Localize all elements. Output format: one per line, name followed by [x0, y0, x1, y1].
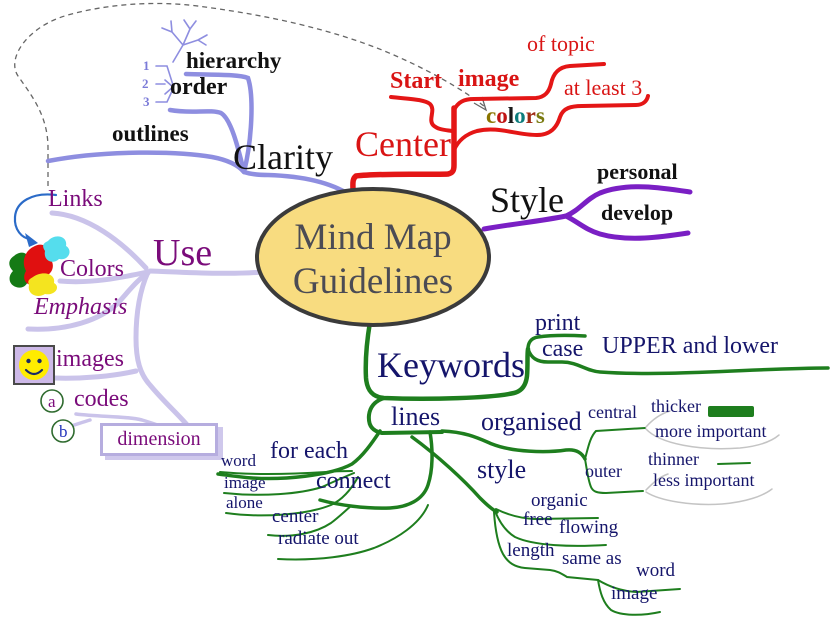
more-important-label: more important: [655, 421, 767, 441]
use-branch-lines: [25, 210, 265, 434]
start-label: Start: [390, 68, 442, 94]
links-label: Links: [48, 186, 103, 212]
clarity-label: Clarity: [233, 137, 333, 177]
at-least-3-label: at least 3: [564, 75, 643, 100]
center-node-line1: Mind Map: [294, 217, 452, 258]
colors-letter: c: [486, 103, 497, 128]
style-branch-lines: [481, 184, 693, 241]
blob-cyan: [43, 236, 70, 262]
length-label: length: [507, 540, 555, 561]
blob-yellow: [28, 273, 58, 296]
links-arrowhead-icon: [25, 233, 38, 247]
case-label: case: [542, 336, 584, 362]
clarity-icons: [155, 19, 208, 103]
center-node-line2: Guidelines: [292, 260, 454, 302]
code-b-label: b: [59, 422, 68, 441]
less-important-label: less important: [653, 470, 755, 490]
image-sub-label: image: [224, 473, 266, 492]
organic-label: organic: [531, 490, 588, 511]
connect-label: connect: [316, 468, 391, 494]
same-as-label: same as: [562, 548, 622, 569]
outer-label: outer: [585, 461, 622, 481]
style-sub-label: style: [477, 455, 527, 484]
order-step-2: 2: [142, 76, 149, 91]
thicker-line-sample: [708, 406, 754, 417]
outlines-label: outlines: [112, 121, 189, 146]
codes-label: codes: [74, 386, 129, 412]
colors-label: Colors: [60, 256, 125, 282]
smiley-icon: [13, 345, 55, 385]
dashed-arrowhead-icon: [473, 96, 488, 112]
order-step-3: 3: [143, 94, 150, 109]
thinner-label: thinner: [648, 449, 699, 469]
radiate-out-label: radiate out: [278, 528, 359, 549]
center-branch-lines: [350, 62, 650, 194]
thinner-line-sample: [717, 462, 751, 465]
free-label: free: [523, 509, 553, 530]
color-blobs-icon: [9, 236, 70, 296]
clarity-branch-lines: [45, 71, 353, 198]
upper-and-lower-label: UPPER and lower: [602, 333, 778, 359]
order-step-1: 1: [143, 58, 150, 73]
colors-letter: l: [507, 103, 515, 128]
center-node-title: Mind Map Guidelines: [253, 216, 493, 303]
code-b-circle: [51, 419, 75, 443]
flowing-label: flowing: [559, 517, 619, 538]
organised-label: organised: [481, 407, 582, 436]
colors-letter: o: [496, 103, 508, 128]
gray-connector-lines: [645, 410, 780, 506]
emphasis-label: Emphasis: [34, 294, 128, 320]
order-bracket-icon: [155, 65, 175, 103]
colors-multicolor-label: colors: [486, 104, 545, 127]
use-branch-label: Use: [153, 232, 213, 274]
central-label: central: [588, 402, 637, 422]
center-node-ellipse: [255, 187, 491, 327]
colors-letter: s: [535, 103, 545, 128]
image-label: image: [458, 66, 520, 92]
of-topic-label: of topic: [527, 31, 595, 56]
images-label: images: [56, 346, 124, 372]
code-a-circle: [40, 389, 64, 413]
print-label: print: [535, 310, 581, 336]
personal-label: personal: [597, 159, 678, 184]
dashed-association-curve: [14, 2, 488, 186]
style-branch-label: Style: [490, 180, 565, 220]
develop-label: develop: [601, 200, 674, 225]
thicker-label: thicker: [651, 396, 701, 416]
order-label: order: [170, 74, 228, 100]
center-sub-label: center: [272, 506, 319, 527]
code-a-label: a: [48, 392, 56, 411]
keywords-label: Keywords: [377, 345, 525, 385]
word2-label: word: [636, 560, 676, 581]
image2-label: image: [611, 583, 658, 604]
lines-label: lines: [391, 402, 441, 431]
branch-tree-icon: [161, 19, 208, 63]
hierarchy-label: hierarchy: [186, 48, 282, 73]
dimension-box: dimension: [100, 423, 218, 456]
center-branch-label: Center: [355, 124, 451, 164]
keywords-thin-lines: [219, 462, 751, 616]
colors-letter: r: [525, 103, 536, 128]
colors-letter: o: [514, 103, 526, 128]
dimension-label: dimension: [117, 428, 201, 450]
word-label: word: [221, 451, 256, 470]
alone-label: alone: [226, 493, 263, 512]
for-each-label: for each: [270, 438, 348, 464]
links-arrow-icon: [13, 193, 58, 241]
